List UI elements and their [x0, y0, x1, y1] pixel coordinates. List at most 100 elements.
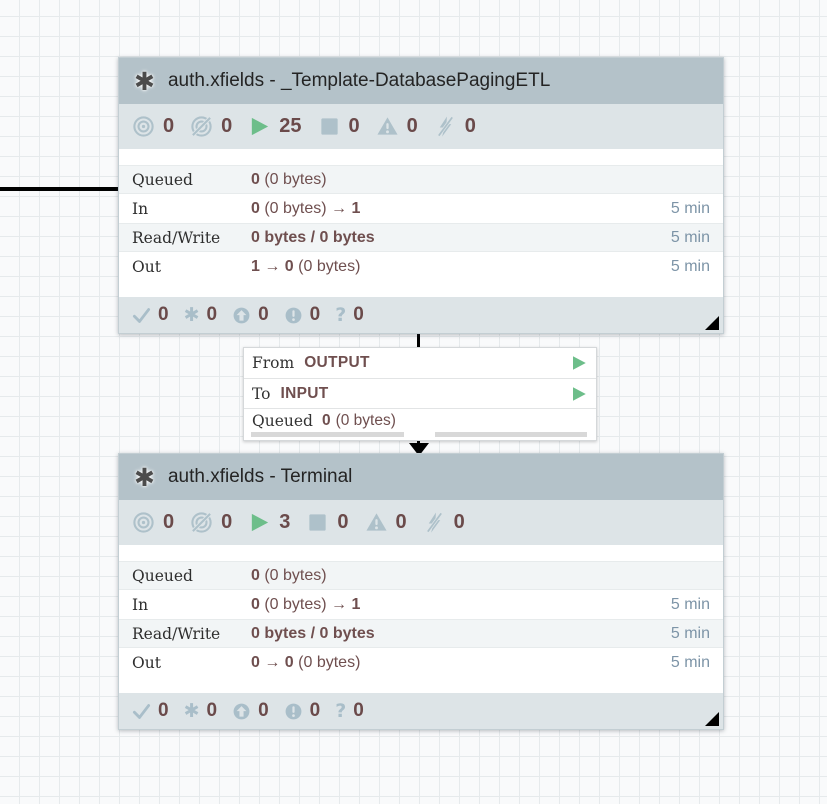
- to-port-name: INPUT: [280, 384, 329, 402]
- stat-row-in: In 0 (0 bytes) → 1 5 min: [119, 194, 723, 223]
- row-label: Out: [132, 653, 161, 672]
- up-to-date-count: 0: [158, 700, 169, 721]
- process-group-header[interactable]: ✱ auth.xfields - Terminal: [119, 454, 723, 500]
- queue-size-percent-bar: [435, 432, 587, 437]
- not-transmitting-icon: [190, 511, 213, 534]
- row-label: Read/Write: [132, 228, 221, 247]
- locally-modified-and-stale-count: 0: [309, 304, 321, 325]
- disabled-stat: 0: [434, 115, 476, 138]
- row-label: In: [132, 595, 149, 614]
- connection-label[interactable]: From OUTPUT To INPUT Queued 0 (0 bytes): [243, 347, 597, 441]
- stat-row-in: In 0 (0 bytes) → 1 5 min: [119, 590, 723, 619]
- disabled-count: 0: [464, 115, 476, 137]
- row-timeframe: 5 min: [670, 653, 710, 671]
- stat-row-out: Out 1 → 0 (0 bytes) 5 min: [119, 252, 723, 281]
- check-icon: [132, 306, 151, 325]
- question-mark-icon: ?: [335, 303, 347, 326]
- queue-percent-bars: [244, 432, 596, 441]
- locally-modified-asterisk-icon: ✱: [134, 462, 155, 492]
- process-group-template-database-paging-etl[interactable]: ✱ auth.xfields - _Template-DatabasePagin…: [118, 57, 724, 334]
- question-mark-icon: ?: [335, 699, 347, 722]
- not-transmitting-count: 0: [221, 511, 233, 533]
- row-timeframe: 5 min: [670, 199, 710, 217]
- stale-stat: 0: [232, 304, 269, 326]
- queue-count-percent-bar: [251, 432, 404, 437]
- from-port-running-icon: [570, 354, 588, 372]
- stat-row-readwrite: Read/Write 0 bytes / 0 bytes 5 min: [119, 619, 723, 648]
- process-group-terminal[interactable]: ✱ auth.xfields - Terminal 0 0 3 0 0: [118, 453, 724, 730]
- arrow-circle-up-icon: [232, 306, 251, 325]
- disabled-bolt-slash-icon: [434, 115, 457, 138]
- row-value: 0 (0 bytes) → 1: [251, 595, 361, 613]
- row-timeframe: 5 min: [670, 595, 710, 613]
- not-transmitting-stat: 0: [190, 115, 232, 138]
- stopped-count: 0: [337, 511, 349, 533]
- connection-queued-row: Queued 0 (0 bytes): [244, 408, 596, 432]
- from-port-name: OUTPUT: [304, 354, 370, 371]
- invalid-warning-icon: [365, 511, 388, 534]
- locally-modified-count: 0: [206, 700, 218, 721]
- up-to-date-count: 0: [158, 304, 169, 325]
- process-group-header[interactable]: ✱ auth.xfields - _Template-DatabasePagin…: [119, 58, 723, 104]
- exclamation-circle-icon: [284, 702, 303, 721]
- to-label: To: [252, 384, 271, 403]
- row-value: 0 bytes / 0 bytes: [251, 228, 375, 246]
- row-label: Queued: [132, 566, 193, 585]
- incoming-connection-wire: [0, 187, 119, 191]
- transmitting-stat: 0: [132, 511, 174, 534]
- running-stat: 25: [248, 115, 302, 138]
- resize-handle[interactable]: [705, 712, 719, 726]
- running-count: 3: [279, 511, 291, 533]
- row-label: Out: [132, 257, 161, 276]
- asterisk-icon: ✱: [183, 303, 200, 326]
- row-value: 0 → 0 (0 bytes): [251, 653, 361, 671]
- from-label: From: [252, 354, 295, 372]
- exclamation-circle-icon: [284, 306, 303, 325]
- component-status-bar: 0 0 3 0 0 0: [119, 500, 723, 545]
- up-to-date-stat: 0: [132, 700, 169, 722]
- row-timeframe: 5 min: [670, 257, 710, 275]
- up-to-date-stat: 0: [132, 304, 169, 326]
- row-timeframe: 5 min: [670, 228, 710, 246]
- stale-count: 0: [258, 304, 269, 325]
- sync-failure-count: 0: [353, 304, 364, 325]
- queued-count: 0: [321, 411, 331, 429]
- transmitting-icon: [132, 115, 155, 138]
- locally-modified-count: 0: [206, 304, 218, 325]
- connection-arrowhead-icon: [409, 443, 429, 456]
- stopped-count: 0: [348, 115, 360, 137]
- invalid-stat: 0: [376, 115, 418, 138]
- disabled-count: 0: [453, 511, 465, 533]
- running-count: 25: [279, 115, 302, 137]
- not-transmitting-stat: 0: [190, 511, 232, 534]
- asterisk-icon: ✱: [183, 699, 200, 722]
- stale-stat: 0: [232, 700, 269, 722]
- invalid-warning-icon: [376, 115, 399, 138]
- row-value: 1 → 0 (0 bytes): [251, 257, 361, 275]
- invalid-stat: 0: [365, 511, 407, 534]
- row-value: 0 (0 bytes): [251, 170, 327, 188]
- sync-failure-count: 0: [353, 700, 364, 721]
- stat-row-queued: Queued 0 (0 bytes): [119, 165, 723, 194]
- locally-modified-and-stale-count: 0: [309, 700, 321, 721]
- running-stat: 3: [248, 511, 290, 534]
- check-icon: [132, 702, 151, 721]
- component-status-bar: 0 0 25 0 0 0: [119, 104, 723, 149]
- process-group-stats-table: Queued 0 (0 bytes) In 0 (0 bytes) → 1 5 …: [119, 545, 723, 677]
- invalid-count: 0: [406, 115, 418, 137]
- row-label: Queued: [132, 170, 193, 189]
- locally-modified-stat: ✱ 0: [184, 304, 218, 326]
- process-group-title: auth.xfields - _Template-DatabasePagingE…: [167, 70, 551, 91]
- row-value: 0 (0 bytes) → 1: [251, 199, 361, 217]
- transmitting-stat: 0: [132, 115, 174, 138]
- row-timeframe: 5 min: [670, 624, 710, 642]
- transmitting-count: 0: [163, 511, 175, 533]
- sync-failure-stat: ? 0: [335, 304, 364, 326]
- stat-row-out: Out 0 → 0 (0 bytes) 5 min: [119, 648, 723, 677]
- row-label: Read/Write: [132, 624, 221, 643]
- stopped-stat: 0: [306, 511, 349, 534]
- resize-handle[interactable]: [705, 316, 719, 330]
- queued-label: Queued: [252, 411, 313, 430]
- running-play-icon: [248, 115, 271, 138]
